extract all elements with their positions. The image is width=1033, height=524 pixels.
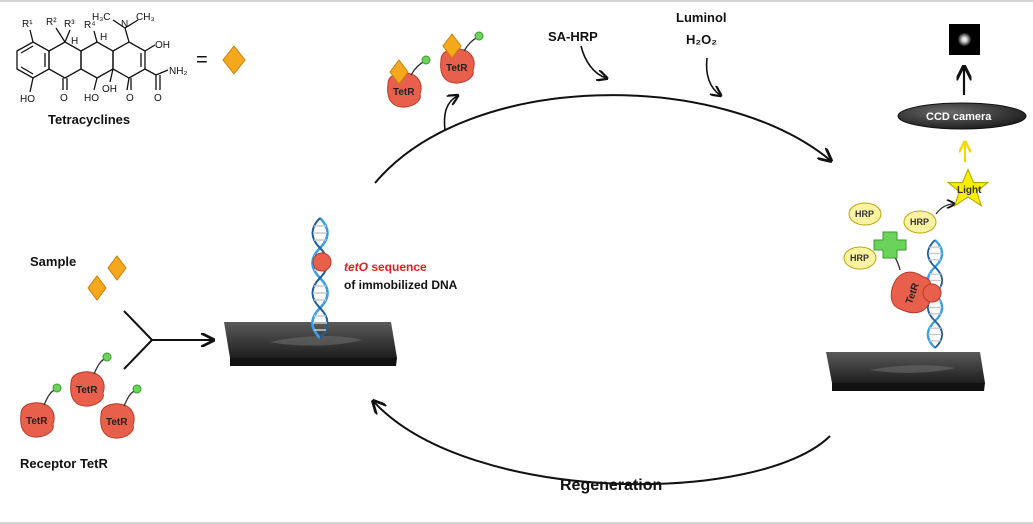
sa-hrp-arrow bbox=[580, 45, 606, 78]
release-arrow bbox=[443, 96, 458, 131]
atom-ho-left: HO bbox=[20, 94, 35, 105]
center-slide bbox=[224, 322, 397, 366]
tetr-text: TetR bbox=[76, 385, 98, 396]
h2o2-label: H₂O₂ bbox=[686, 32, 717, 47]
hrp-enzyme-1: HRP bbox=[848, 202, 882, 226]
teto-italic: tetO bbox=[344, 260, 369, 274]
atom-o-mid: O bbox=[60, 93, 68, 104]
atom-h-b: H bbox=[100, 32, 107, 43]
atom-r4: R⁴ bbox=[84, 20, 96, 31]
teto-sequence-site bbox=[312, 252, 332, 272]
immobilized-dna-label: of immobilized DNA bbox=[344, 278, 458, 292]
atom-oh-bottom: OH bbox=[102, 84, 117, 95]
hrp-text: HRP bbox=[910, 217, 929, 227]
tetracyclines-label: Tetracyclines bbox=[48, 112, 130, 127]
merge-arrow bbox=[123, 310, 212, 370]
atom-oh-top: OH bbox=[155, 40, 170, 51]
teto-suffix: sequence bbox=[368, 260, 427, 274]
receptor-tetr-label: Receptor TetR bbox=[20, 456, 108, 471]
atom-o-amide: O bbox=[154, 93, 162, 104]
atom-ho-mid: HO bbox=[84, 93, 99, 104]
sample-diamond-icon-2 bbox=[87, 275, 107, 301]
released-tetr-complex-2: TetR bbox=[440, 31, 484, 84]
sample-diamond-icon-1 bbox=[107, 255, 127, 281]
regeneration-arrow bbox=[374, 402, 831, 486]
atom-r3: R³ bbox=[64, 19, 75, 30]
tetracycline-atom-labels: R¹ R² R³ R⁴ H H N H₃C CH₃ OH NH₂ O HO O … bbox=[20, 12, 187, 105]
bound-teto-site bbox=[922, 283, 942, 303]
hrp-text: HRP bbox=[855, 209, 874, 219]
ccd-camera-icon bbox=[897, 102, 1027, 130]
emission-arrow bbox=[935, 204, 954, 215]
atom-r2: R² bbox=[46, 17, 57, 28]
light-label: Light bbox=[957, 185, 982, 196]
immobilized-dna-helix bbox=[311, 216, 329, 340]
tetracycline-diamond-icon bbox=[222, 45, 246, 75]
hrp-text: HRP bbox=[850, 253, 869, 263]
receptor-tetr-2: TetR bbox=[70, 352, 112, 407]
tetr-text: TetR bbox=[106, 417, 128, 428]
receptor-tetr-1: TetR bbox=[20, 383, 62, 438]
ccd-light-spot bbox=[957, 32, 972, 47]
atom-o-right: O bbox=[126, 93, 134, 104]
atom-h3c: H₃C bbox=[92, 12, 111, 23]
equals-sign: = bbox=[196, 49, 208, 71]
tetr-text: TetR bbox=[26, 416, 48, 427]
atom-ch3: CH₃ bbox=[136, 12, 155, 23]
regeneration-label: Regeneration bbox=[560, 477, 662, 494]
atom-nh2: NH₂ bbox=[169, 66, 187, 77]
atom-h-a: H bbox=[71, 36, 78, 47]
ccd-camera-label: CCD camera bbox=[926, 111, 992, 123]
top-cycle-arrow bbox=[374, 94, 830, 184]
sa-hrp-label: SA-HRP bbox=[548, 29, 598, 44]
receptor-tetr-3: TetR bbox=[100, 384, 142, 439]
streptavidin-cross-icon bbox=[873, 231, 907, 259]
tetr-text: TetR bbox=[446, 63, 468, 74]
teto-sequence-label: tetO sequence bbox=[344, 260, 427, 274]
atom-r1: R¹ bbox=[22, 19, 33, 30]
sample-label: Sample bbox=[30, 254, 76, 269]
right-slide bbox=[826, 352, 985, 391]
bound-tetr-receptor: TetR bbox=[890, 271, 933, 314]
light-star-icon bbox=[946, 167, 990, 208]
hrp-enzyme-3: HRP bbox=[843, 246, 877, 270]
tetr-text: TetR bbox=[393, 87, 415, 98]
hrp-enzyme-2: HRP bbox=[903, 210, 937, 234]
luminol-arrow bbox=[705, 57, 720, 95]
atom-n: N bbox=[121, 19, 128, 30]
luminol-label: Luminol bbox=[676, 10, 727, 25]
released-tetr-complex-1: TetR bbox=[387, 55, 431, 108]
tetracycline-structure bbox=[16, 19, 169, 93]
